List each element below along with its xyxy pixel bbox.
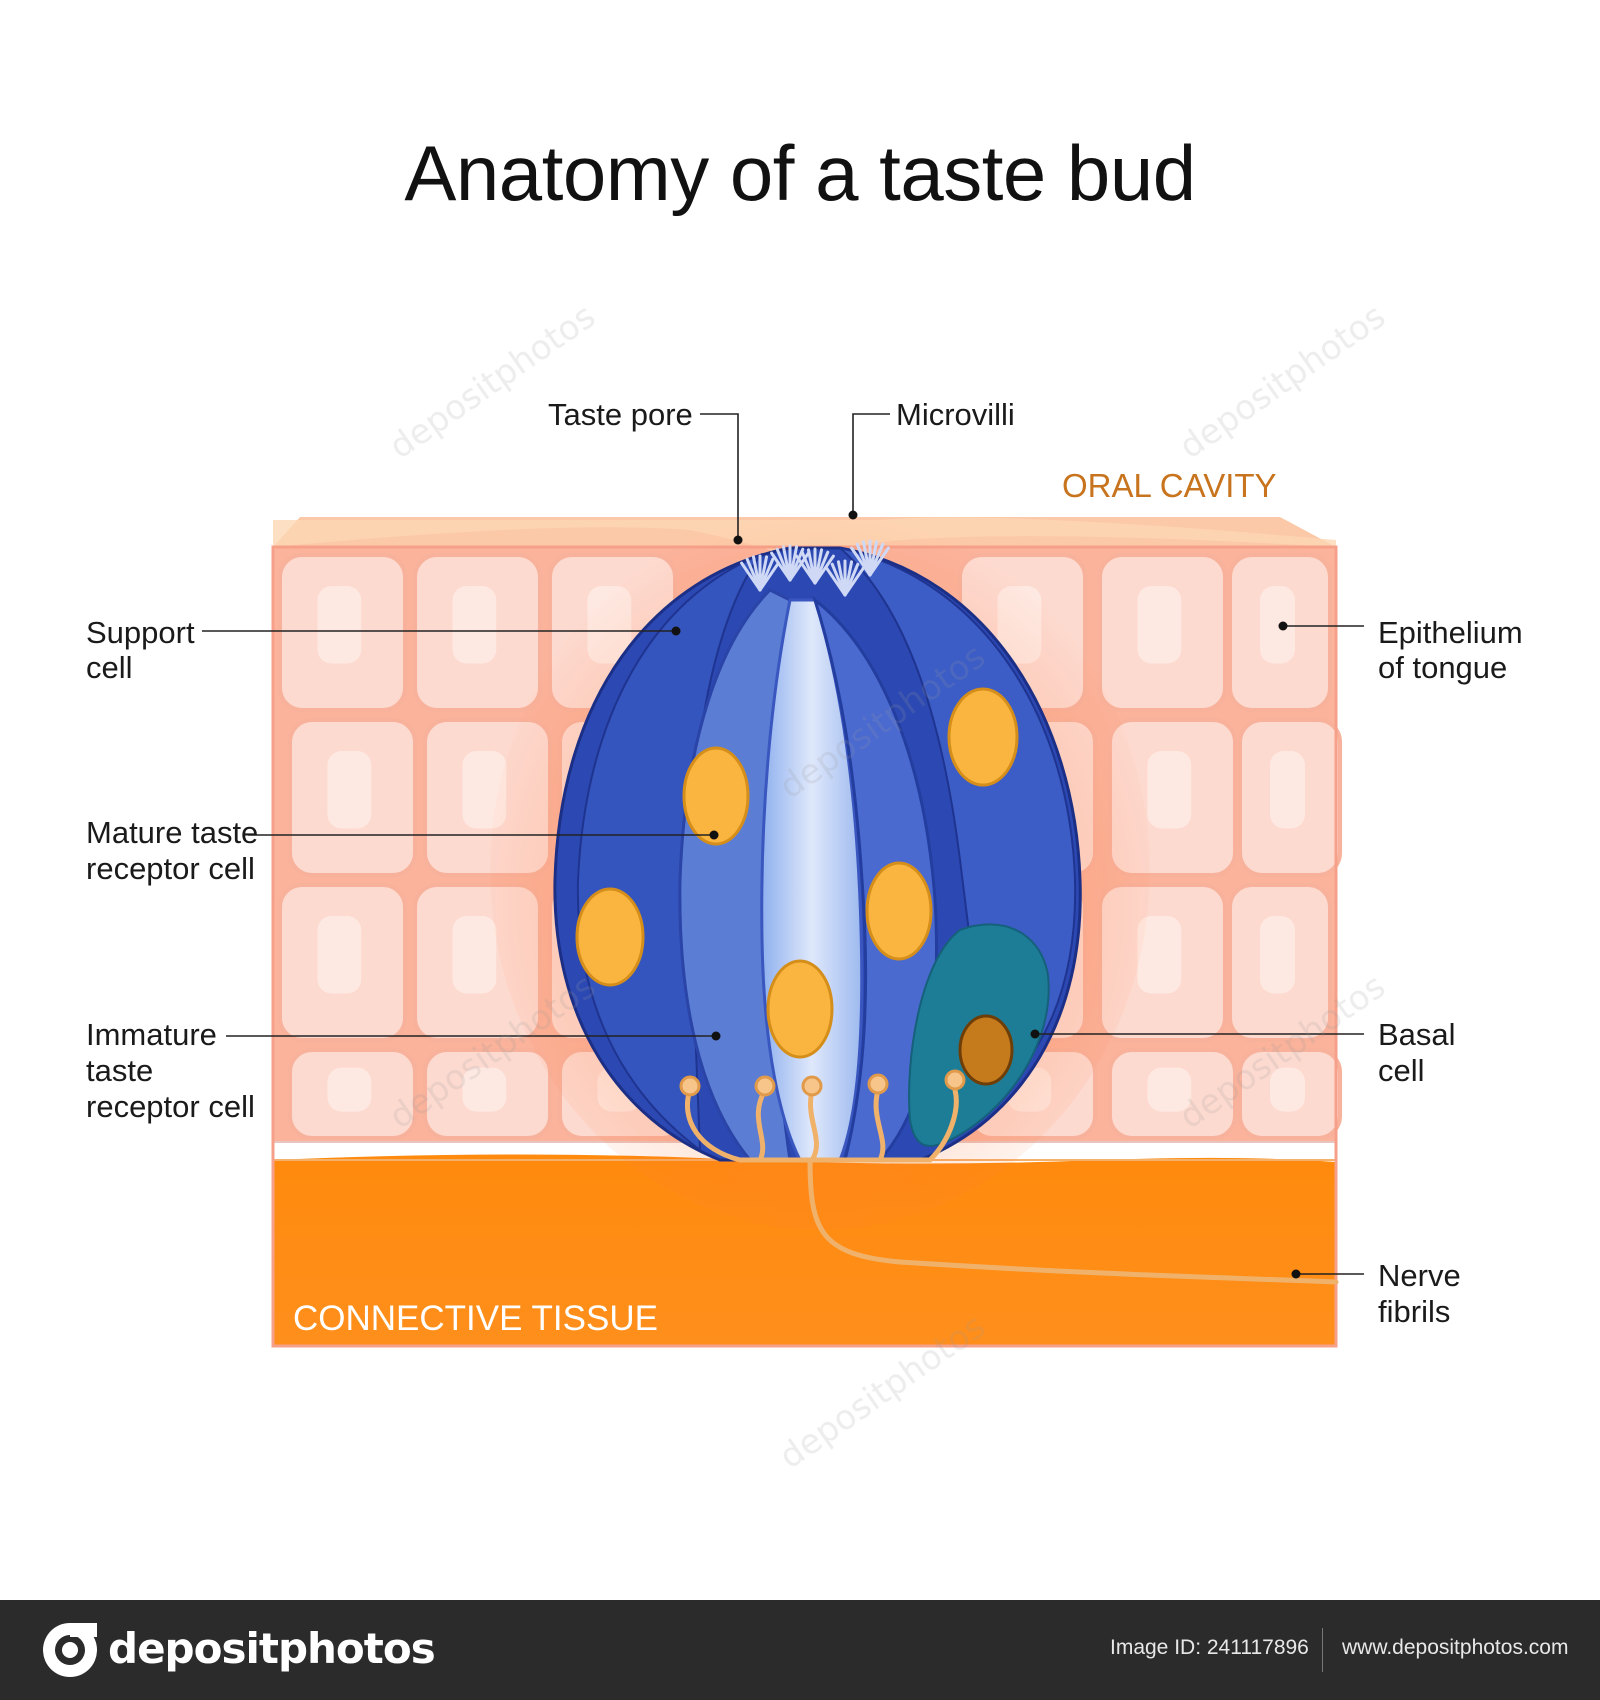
nerve-fibril-bulbs xyxy=(679,1069,966,1097)
epithelial-cell-nucleus xyxy=(452,916,497,994)
brand-name: depositphotos xyxy=(108,1624,436,1673)
epithelial-cell-nucleus xyxy=(462,1067,507,1112)
epithelial-cell-nucleus xyxy=(1260,916,1295,994)
taste-bud xyxy=(490,510,1339,1285)
epithelium-label: Epithelium of tongue xyxy=(1378,615,1531,685)
microvillus xyxy=(813,554,835,585)
leader-lines xyxy=(202,413,1364,1275)
taste-pore-label: Taste pore xyxy=(548,397,693,432)
epithelial-cell-nucleus xyxy=(1137,586,1182,664)
epithelial-cell-nucleus xyxy=(1270,1067,1305,1112)
support-cell-left xyxy=(576,552,763,1153)
taste-pore-leader xyxy=(700,413,739,540)
image-id: Image ID: 241117896 xyxy=(1110,1636,1309,1659)
leader-dots xyxy=(671,510,1301,1279)
site-url[interactable]: www.depositphotos.com xyxy=(1342,1636,1569,1659)
basal-cell-label: Basal cell xyxy=(1378,1017,1464,1088)
immature-receptor-label: Immature taste receptor cell xyxy=(86,1017,255,1124)
microvilli-label: Microvilli xyxy=(896,397,1015,432)
epithelial-cell-nucleus xyxy=(1137,916,1182,994)
svg-text:depositphotos: depositphotos xyxy=(382,296,602,467)
epithelial-cell-nucleus xyxy=(1260,586,1295,664)
epithelial-cell-nucleus xyxy=(317,916,362,994)
oral-cavity-label: ORAL CAVITY xyxy=(1062,467,1277,504)
support-cell-label: Support cell xyxy=(86,615,203,685)
microvilli-leader xyxy=(852,413,890,515)
page-title: Anatomy of a taste bud xyxy=(404,129,1196,217)
connective-tissue-label: CONNECTIVE TISSUE xyxy=(293,1299,658,1338)
microvillus xyxy=(843,566,865,597)
epithelial-cell-nucleus xyxy=(1270,751,1305,829)
epithelial-cell-nucleus xyxy=(317,586,362,664)
cell-nuclei xyxy=(575,687,1019,1086)
nerve-fibrils-label: Nerve fibrils xyxy=(1378,1258,1469,1329)
epithelial-cell-nucleus xyxy=(1147,751,1192,829)
microvillus xyxy=(868,546,890,577)
epithelial-cell-nucleus xyxy=(452,586,497,664)
epithelial-cell-nucleus xyxy=(1147,1067,1192,1112)
epithelial-cell-nucleus xyxy=(327,751,372,829)
epithelial-cell-nucleus xyxy=(327,1067,372,1112)
footer-divider xyxy=(1322,1628,1323,1672)
microvillus xyxy=(758,561,780,592)
svg-text:depositphotos: depositphotos xyxy=(1172,296,1392,467)
depositphotos-logo-icon xyxy=(43,1623,97,1677)
microvilli-tufts xyxy=(740,539,890,597)
footer-bar: depositphotos Image ID: 241117896 www.de… xyxy=(0,1600,1600,1700)
nerve-fibrils xyxy=(684,1087,1339,1285)
taste-bud-diagram: ORAL CAVITY CONNECTIVE TISSUE Taste pore… xyxy=(86,296,1531,1477)
mature-receptor-label: Mature taste receptor cell xyxy=(86,815,267,886)
